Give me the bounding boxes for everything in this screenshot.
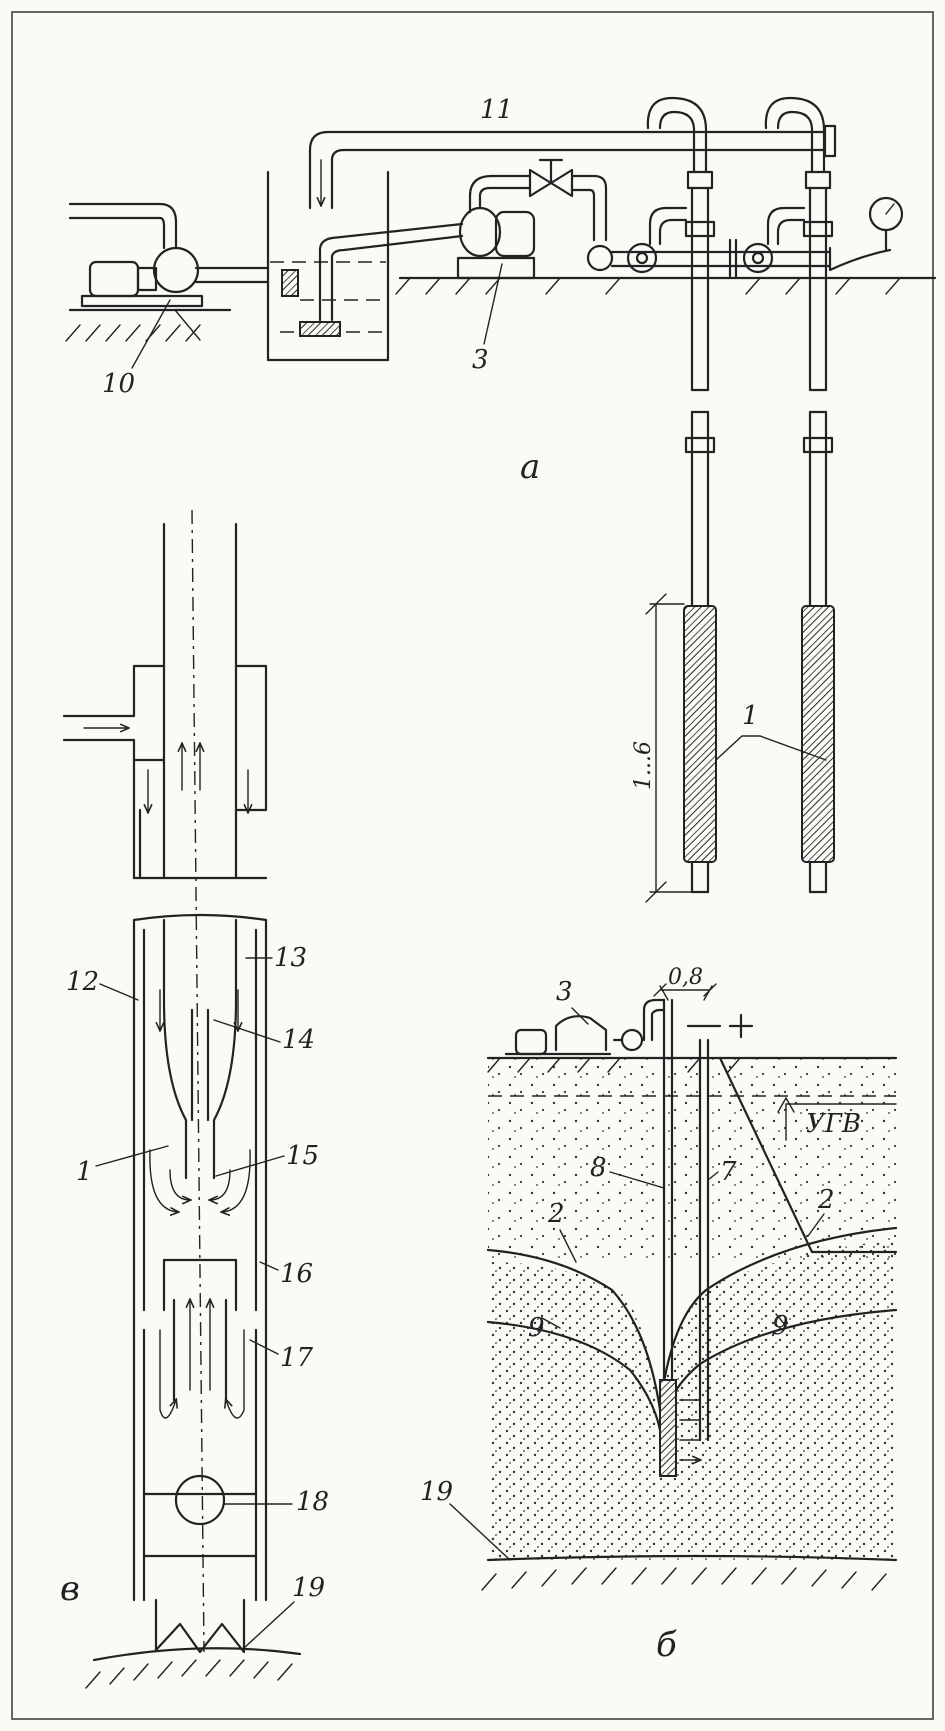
- panel-v-letter: в: [60, 1569, 80, 1609]
- label-8: 8: [590, 1153, 607, 1183]
- panel-a-surface-installation: [65, 96, 937, 392]
- panel-a-letter: а: [520, 447, 540, 487]
- label-11: 11: [480, 95, 513, 125]
- label-12: 12: [66, 967, 99, 997]
- panel-b-letter: б: [656, 1625, 677, 1665]
- label-3-top: 3: [472, 345, 489, 375]
- label-2-left: 2: [547, 1199, 565, 1229]
- panel-v-wellpoint-section: [62, 509, 302, 1689]
- dim-filter-length: 1...6: [631, 741, 656, 790]
- label-7: 7: [720, 1157, 737, 1187]
- label-2-right: 2: [817, 1185, 835, 1215]
- label-9-left: 9: [528, 1313, 545, 1343]
- label-1-ejector: 1: [76, 1157, 93, 1187]
- label-9-right: 9: [772, 1311, 789, 1341]
- label-18: 18: [296, 1487, 329, 1517]
- label-17: 17: [280, 1343, 314, 1373]
- label-13: 13: [274, 943, 307, 973]
- panel-b-cross-section: [481, 983, 898, 1591]
- wellpoint-filters: [645, 410, 835, 903]
- dim-well-spacing: 0,8: [668, 965, 703, 990]
- outer-frame: [11, 11, 934, 1720]
- label-19-left: 19: [292, 1573, 325, 1603]
- label-3-section: 3: [556, 977, 573, 1007]
- label-16: 16: [280, 1259, 313, 1289]
- label-10: 10: [102, 369, 135, 399]
- label-14: 14: [282, 1025, 315, 1055]
- label-19-right: 19: [420, 1477, 453, 1507]
- label-ugv: УГВ: [806, 1109, 861, 1139]
- label-15: 15: [286, 1141, 319, 1171]
- label-1-filters: 1: [742, 701, 759, 731]
